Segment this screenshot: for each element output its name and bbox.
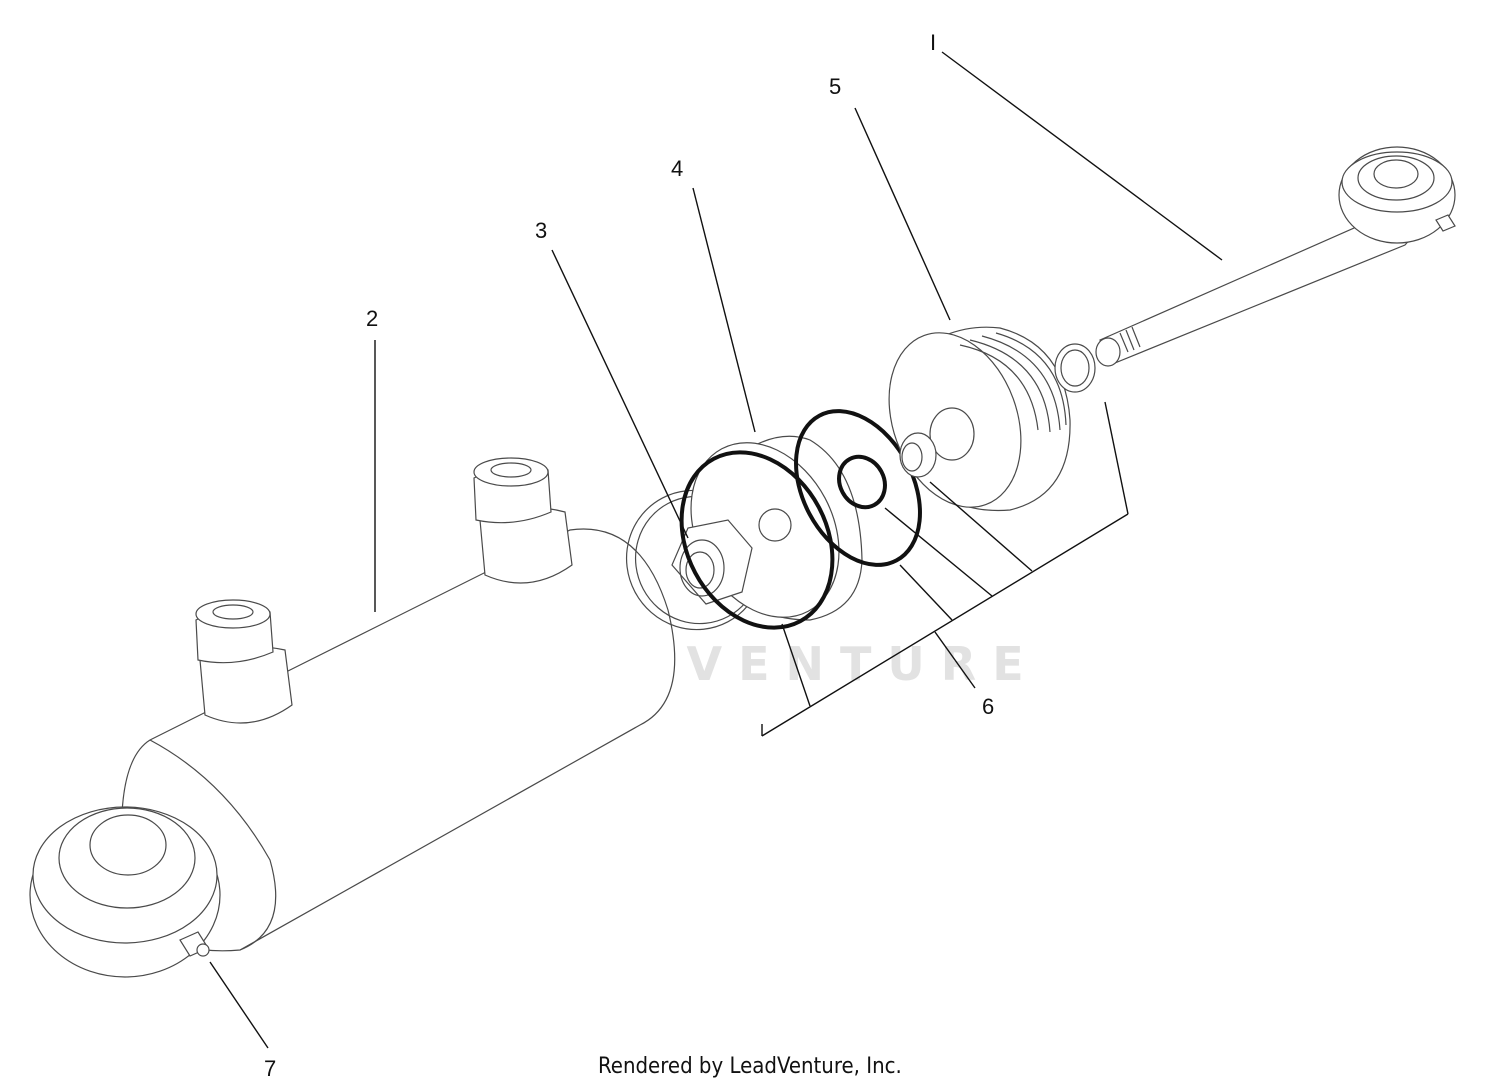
leader-lines	[209, 51, 1223, 1049]
callout-2-label: 2	[366, 306, 378, 331]
cylinder-barrel	[29, 457, 676, 978]
callout-7-label: 7	[264, 1056, 276, 1081]
gland-head	[888, 326, 1096, 512]
render-credit: Rendered by LeadVenture, Inc.	[598, 1054, 902, 1079]
callout-labels: I 2 3 4 5 6 7	[264, 30, 994, 1081]
callout-5-label: 5	[829, 74, 841, 99]
callout-1-label: I	[930, 30, 936, 55]
piston-assembly	[625, 409, 922, 631]
callout-4-label: 4	[671, 156, 683, 181]
callout-6-label: 6	[982, 694, 994, 719]
piston-rod	[1095, 146, 1456, 367]
callout-3-label: 3	[535, 218, 547, 243]
